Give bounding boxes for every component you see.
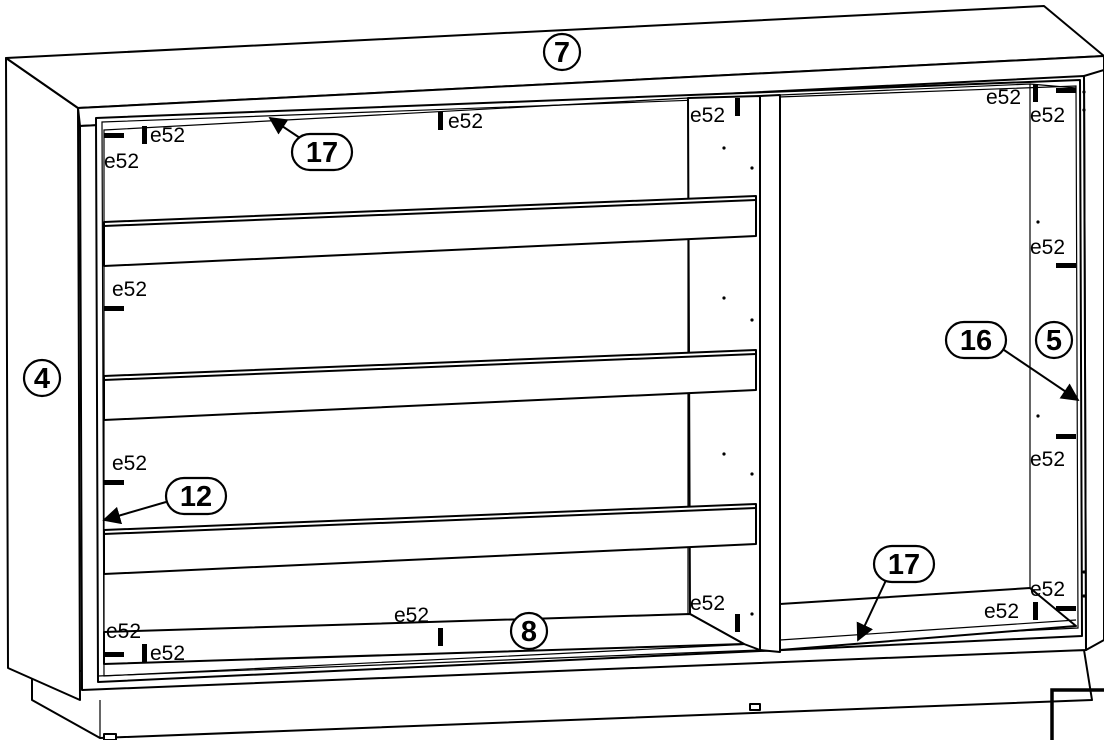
screws xyxy=(104,84,1076,662)
callout-17-top: 17 xyxy=(290,132,354,172)
shelf-bottom xyxy=(103,503,757,575)
screw-mark xyxy=(142,644,147,662)
arrow-16 xyxy=(1003,349,1080,402)
right-side-panel xyxy=(1083,69,1104,651)
screw-mark xyxy=(438,628,443,646)
screw-labels: e52 e52 e52 e52 e52 e52 e52 e52 e52 e52 … xyxy=(104,86,1065,665)
screw-label: e52 xyxy=(690,592,725,615)
screw-mark xyxy=(1056,88,1076,93)
screw-label: e52 xyxy=(690,104,725,127)
screw-label: e52 xyxy=(112,278,147,301)
screw-label: e52 xyxy=(1030,448,1065,471)
screw-mark xyxy=(1033,84,1038,102)
screw-mark xyxy=(735,98,740,116)
screw-label: e52 xyxy=(984,600,1019,623)
leader-arrows xyxy=(102,117,1080,642)
shelves xyxy=(103,195,757,575)
callout-5: 5 xyxy=(1034,320,1074,360)
screw-label: e52 xyxy=(150,124,185,147)
screw-mark xyxy=(1056,434,1076,439)
screw-mark xyxy=(104,480,124,485)
callout-16: 16 xyxy=(944,320,1008,360)
callout-17-bottom: 17 xyxy=(872,544,936,584)
screw-mark xyxy=(1033,602,1038,620)
shelf-pin-holes xyxy=(722,90,1086,616)
screw-label: e52 xyxy=(1030,578,1065,601)
adjacent-cabinet-corner xyxy=(1050,688,1104,740)
callout-label: 12 xyxy=(180,481,212,513)
callout-label: 17 xyxy=(888,549,920,581)
screw-mark xyxy=(735,614,740,632)
screw-mark xyxy=(104,306,124,311)
callout-label: 17 xyxy=(306,137,338,169)
screw-label: e52 xyxy=(448,110,483,133)
screw-mark xyxy=(104,652,124,657)
callout-label: 7 xyxy=(554,37,570,69)
callout-7: 7 xyxy=(542,32,582,72)
screw-label: e52 xyxy=(394,604,429,627)
callout-label: 8 xyxy=(521,616,537,648)
arrow-17-top xyxy=(268,117,301,139)
screw-mark xyxy=(1056,606,1076,611)
callout-label: 5 xyxy=(1046,325,1062,357)
screw-label: e52 xyxy=(106,620,141,643)
screw-label: e52 xyxy=(1030,104,1065,127)
callout-label: 4 xyxy=(34,363,50,395)
screw-label: e52 xyxy=(104,150,139,173)
screw-label: e52 xyxy=(986,86,1021,109)
shelf-middle xyxy=(103,349,757,421)
callout-12: 12 xyxy=(164,476,228,516)
screw-label: e52 xyxy=(112,452,147,475)
arrow-12 xyxy=(102,501,167,525)
shelf-top xyxy=(103,195,757,267)
callout-4: 4 xyxy=(22,358,62,398)
callout-label: 16 xyxy=(960,325,992,357)
screw-label: e52 xyxy=(1030,236,1065,259)
screw-mark xyxy=(1056,263,1076,268)
arrow-17-bottom xyxy=(856,575,889,642)
callout-8: 8 xyxy=(509,611,549,651)
screw-label: e52 xyxy=(150,642,185,665)
screw-mark xyxy=(438,112,443,130)
screw-mark xyxy=(142,126,147,144)
screw-mark xyxy=(104,133,124,138)
